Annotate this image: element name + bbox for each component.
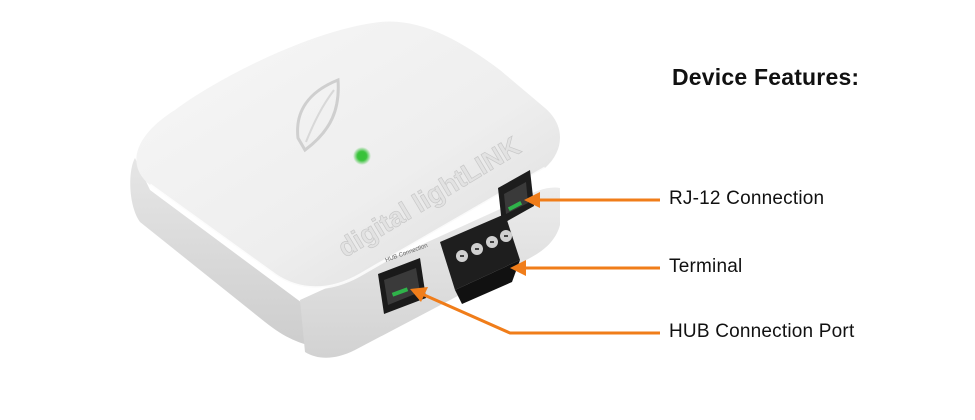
hub-port: HUB Connection xyxy=(378,243,429,314)
feature-label-terminal: Terminal xyxy=(669,256,743,277)
callout-hub xyxy=(410,287,660,335)
rj12-port xyxy=(498,170,534,224)
leaf-logo xyxy=(296,77,340,153)
feature-label-rj12: RJ-12 Connection xyxy=(669,188,825,209)
feature-label-hub: HUB Connection Port xyxy=(669,321,855,342)
terminal-block xyxy=(440,214,520,304)
device-body xyxy=(130,21,560,358)
callout-terminal xyxy=(510,260,660,276)
callout-rj12 xyxy=(524,192,660,208)
features-heading: Device Features: xyxy=(672,64,860,90)
status-led xyxy=(353,147,371,165)
